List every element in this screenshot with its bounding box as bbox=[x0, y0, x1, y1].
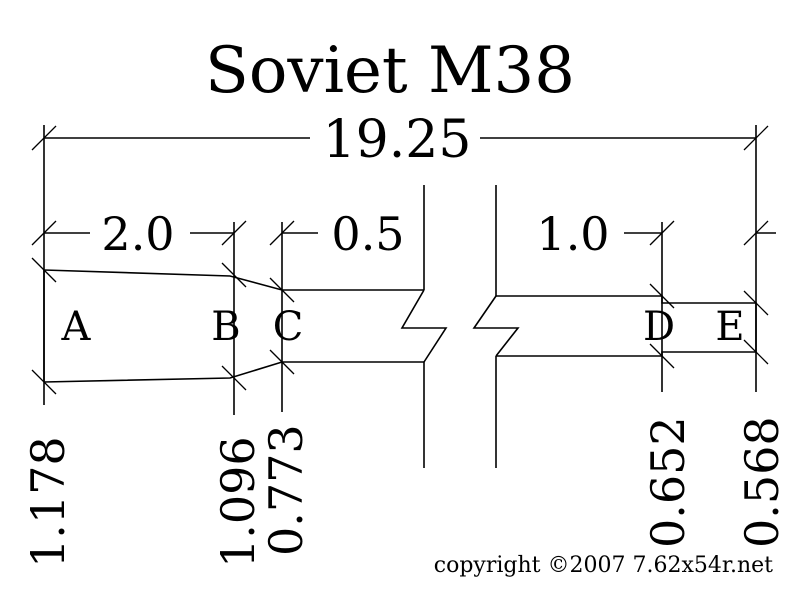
diameter-label-a: 1.178 bbox=[21, 436, 75, 568]
point-label-e: E bbox=[715, 304, 744, 350]
diameter-label-e: 0.568 bbox=[735, 416, 789, 548]
segment-dimension-d-e: 1.0 bbox=[536, 207, 776, 261]
drawing-title: Soviet M38 bbox=[205, 34, 575, 108]
diameter-label-d: 0.652 bbox=[641, 416, 695, 548]
diameter-label-b: 1.096 bbox=[211, 436, 265, 568]
segment-dimension-a-b: 2.0 bbox=[31, 207, 247, 261]
segment-dimension-b-c: 0.5 bbox=[269, 207, 405, 261]
point-label-d: D bbox=[643, 304, 675, 350]
segment-length-b-c: 0.5 bbox=[331, 207, 404, 261]
segment-length-a-b: 2.0 bbox=[101, 207, 174, 261]
copyright-notice: copyright ©2007 7.62x54r.net bbox=[434, 553, 773, 578]
segment-length-d-e: 1.0 bbox=[536, 207, 609, 261]
point-label-b: B bbox=[211, 304, 240, 350]
diameter-ticks bbox=[31, 257, 769, 395]
diameter-label-c: 0.773 bbox=[259, 424, 313, 556]
overall-length-label: 19.25 bbox=[323, 110, 472, 170]
point-label-c: C bbox=[273, 304, 304, 350]
barrel-outline-right bbox=[472, 185, 757, 468]
overall-length-dimension: 19.25 bbox=[31, 110, 769, 170]
point-label-a: A bbox=[61, 304, 92, 350]
